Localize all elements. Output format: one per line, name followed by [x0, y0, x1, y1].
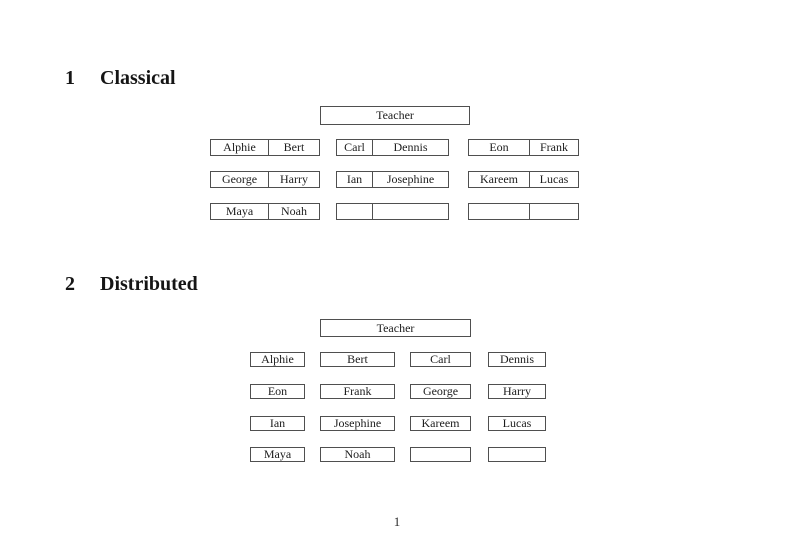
seat: Eon — [267, 385, 288, 398]
seat: George — [221, 172, 258, 186]
seat: Alphie — [223, 140, 256, 154]
seat: Ian — [269, 417, 286, 430]
desk: George — [410, 384, 471, 399]
seat: George — [422, 385, 459, 398]
desk: Maya — [250, 447, 305, 462]
desk: Lucas — [488, 416, 546, 431]
desk: Kareem Lucas — [468, 171, 579, 188]
desk: Carl Dennis — [336, 139, 449, 156]
desk: Alphie Bert — [210, 139, 320, 156]
seat: Kareem — [421, 417, 460, 430]
seat: Frank — [343, 385, 372, 398]
section-title: Distributed — [100, 273, 198, 295]
seat: Josephine — [372, 172, 448, 187]
desk — [468, 203, 579, 220]
page-number: 1 — [393, 514, 401, 529]
desk: Alphie — [250, 352, 305, 367]
desk — [488, 447, 546, 462]
seat — [529, 204, 578, 219]
desk: Carl — [410, 352, 471, 367]
desk: Noah — [320, 447, 395, 462]
seat: Eon — [489, 140, 509, 154]
seat: Dennis — [372, 140, 448, 155]
seat: Carl — [430, 353, 451, 366]
seat — [411, 448, 470, 461]
teacher-box-classical: Teacher — [320, 106, 470, 125]
section-number: 2 — [65, 273, 75, 295]
seat: Harry — [503, 385, 531, 398]
seat — [469, 204, 529, 219]
seat — [337, 204, 372, 219]
seat: Dennis — [500, 353, 534, 366]
seat — [489, 448, 545, 461]
desk: Bert — [320, 352, 395, 367]
seat: Lucas — [529, 172, 578, 187]
desk: George Harry — [210, 171, 320, 188]
seat — [372, 204, 448, 219]
teacher-label: Teacher — [376, 108, 414, 122]
section-title: Classical — [100, 67, 176, 89]
section-number: 1 — [65, 67, 75, 89]
seat: Lucas — [502, 417, 532, 430]
desk: Eon Frank — [468, 139, 579, 156]
desk — [336, 203, 449, 220]
desk: Eon — [250, 384, 305, 399]
desk: Ian — [250, 416, 305, 431]
desk: Kareem — [410, 416, 471, 431]
desk: Frank — [320, 384, 395, 399]
seat: Kareem — [480, 172, 518, 186]
section-heading-classical: 1 Classical — [65, 67, 176, 89]
seat: Maya — [263, 448, 292, 461]
teacher-label: Teacher — [376, 320, 415, 335]
desk: Josephine — [320, 416, 395, 431]
seat: Harry — [268, 172, 319, 187]
seat: Carl — [344, 140, 365, 154]
desk: Dennis — [488, 352, 546, 367]
seat: Noah — [268, 204, 319, 219]
seat: Ian — [346, 172, 363, 186]
desk — [410, 447, 471, 462]
seat: Josephine — [333, 417, 382, 430]
seat: Bert — [268, 140, 319, 155]
desk: Ian Josephine — [336, 171, 449, 188]
desk: Harry — [488, 384, 546, 399]
seat: Bert — [347, 353, 368, 366]
seat: Noah — [344, 448, 371, 461]
seat: Alphie — [261, 353, 294, 366]
desk: Maya Noah — [210, 203, 320, 220]
seat: Maya — [225, 204, 254, 218]
section-heading-distributed: 2 Distributed — [65, 273, 198, 295]
seat: Frank — [529, 140, 578, 155]
teacher-box-distributed: Teacher — [320, 319, 471, 337]
